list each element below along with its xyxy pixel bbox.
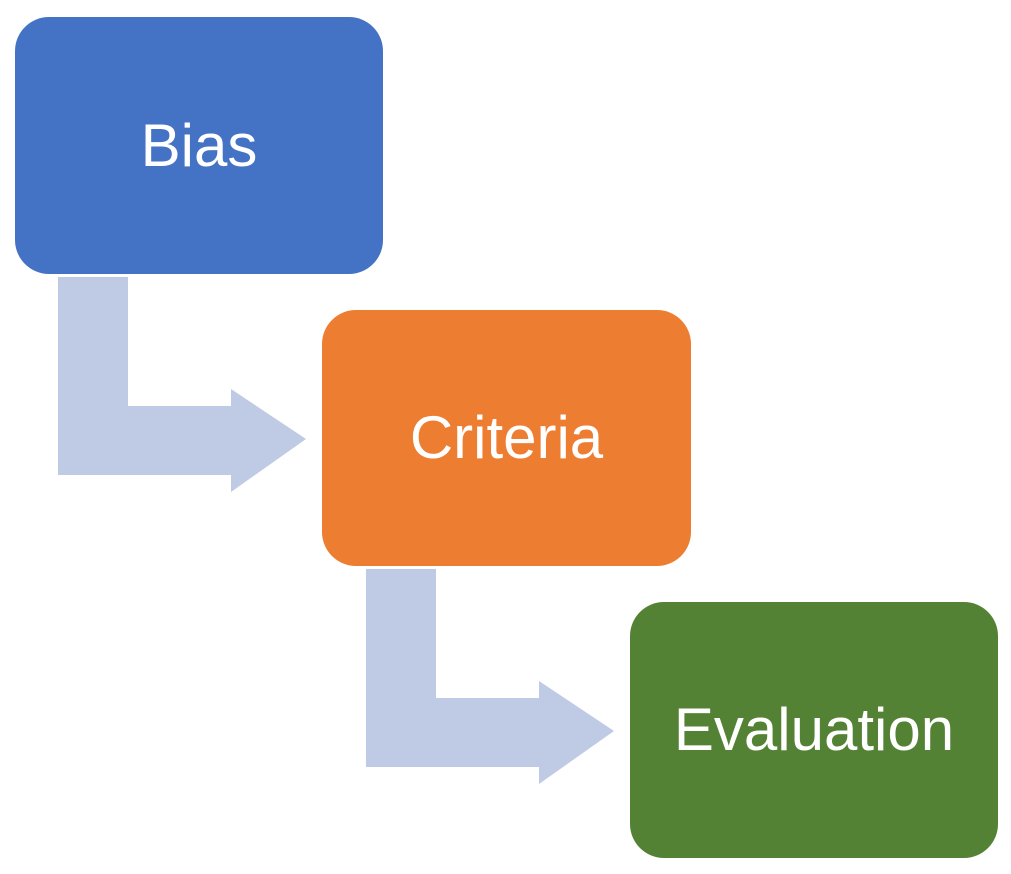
step-label-criteria: Criteria <box>409 404 604 471</box>
bent-arrow-criteria-to-evaluation <box>366 569 614 784</box>
step-box-bias: Bias <box>15 17 383 274</box>
step-label-bias: Bias <box>140 111 258 179</box>
step-box-evaluation: Evaluation <box>630 602 998 858</box>
bent-arrow-bias-to-criteria <box>58 277 306 492</box>
step-label-evaluation: Evaluation <box>673 696 955 763</box>
step-box-criteria: Criteria <box>322 310 691 566</box>
